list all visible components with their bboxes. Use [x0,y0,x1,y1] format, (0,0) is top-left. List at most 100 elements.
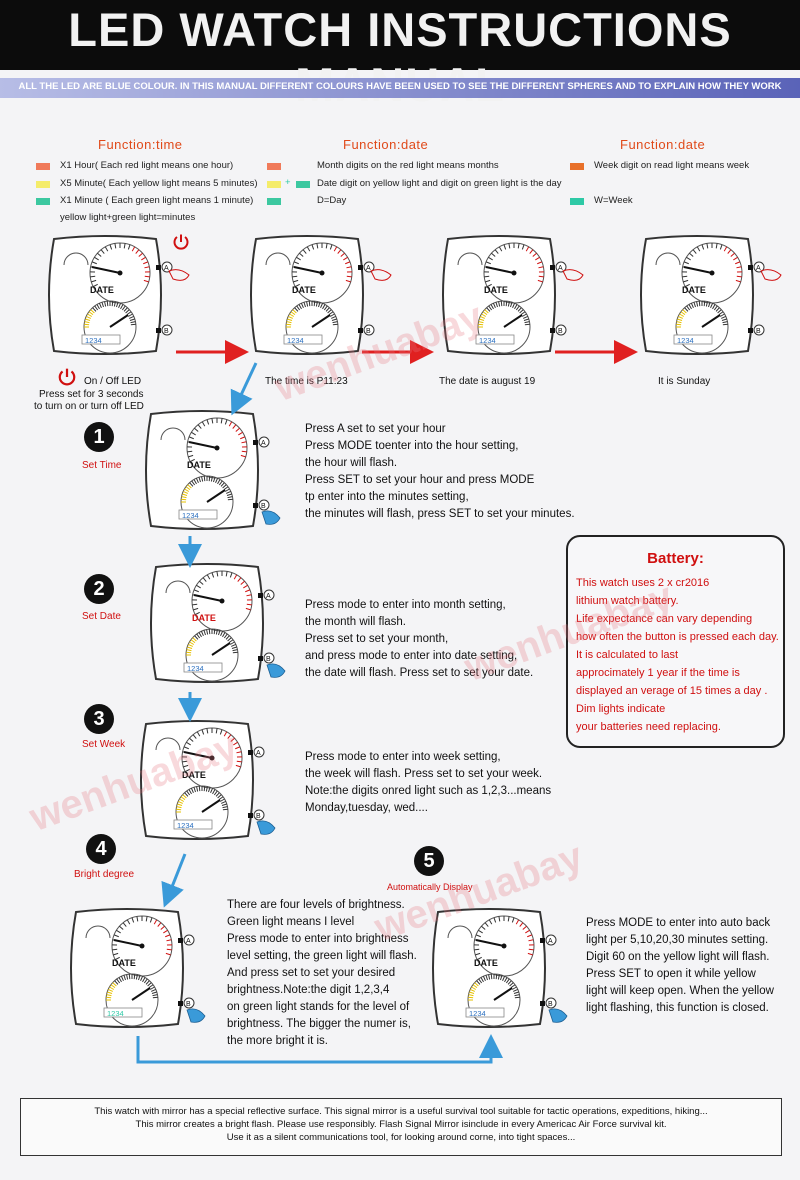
hand-pointer-icon [548,1008,568,1023]
blue-arrow [161,853,187,908]
step-label: Set Date [82,611,121,622]
caption-press-set: Press set for 3 seconds [39,389,144,400]
date-label: DATE [682,285,706,295]
legend-item: D=Day [317,195,347,206]
green-swatch [36,198,50,205]
hand-pointer-icon [760,269,782,281]
legend-heading-date: Function:date [343,137,429,152]
green-swatch [296,181,310,188]
digit-row: 1234 [479,336,496,345]
step-2-text: Press mode to enter into month setting,t… [305,599,534,679]
digit-row: 1234 [287,336,304,345]
step-label: Automatically Display [387,882,473,892]
watch-diagram: DATE 1234 A B [145,410,281,530]
legend-item: yellow light+green light=minutes [60,212,196,223]
legend-heading-time: Function:time [98,137,183,152]
teal-swatch [570,198,584,205]
button-b-label: B [756,328,761,335]
power-icon [58,368,76,386]
caption-turn: to turn on or turn off LED [34,401,144,412]
red-swatch [267,163,281,170]
power-icon [173,234,189,250]
orange-swatch [570,163,584,170]
watch-diagram: DATE 1234 A B [432,908,568,1028]
battery-box [566,535,785,748]
date-label: DATE [474,958,498,968]
button-a-label: A [266,593,271,600]
step-number: 3 [84,704,114,734]
digit-row: 1234 [469,1009,486,1018]
caption-onoff: On / Off LED [84,376,142,387]
header-bar [0,0,800,70]
button-a-label: A [186,938,191,945]
red-swatch [36,163,50,170]
green-swatch [267,198,281,205]
legend-item: W=Week [594,195,633,206]
digit-row: 1234 [187,664,204,673]
legend-heading-date: Function:date [620,137,706,152]
caption-date: The date is august 19 [439,376,536,387]
step-number: 1 [84,422,114,452]
battery-title: Battery: [647,550,704,567]
footer-box [20,1098,782,1156]
legend-item: Week digit on read light means week [594,160,750,171]
step-number: 5 [414,846,444,876]
yellow-swatch [267,181,281,188]
footer-line: This watch with mirror has a special ref… [94,1106,708,1117]
blue-arrow [230,362,258,416]
hand-pointer-icon [168,269,190,281]
digit-row: 1234 [85,336,102,345]
step-4-text: There are four levels of brightness.Gree… [227,899,417,1047]
button-b-label: B [261,503,266,510]
button-b-label: B [164,328,169,335]
hand-pointer-icon [266,663,286,678]
legend-item: Date digit on yellow light and digit on … [317,178,562,189]
caption-time: The time is P11:23 [265,376,348,387]
button-b-label: B [366,328,371,335]
footer-line: This mirror creates a bright flash. Plea… [135,1119,667,1130]
step-number: 2 [84,574,114,604]
button-a-label: A [548,938,553,945]
date-label: DATE [90,285,114,295]
hand-pointer-icon [261,510,281,525]
subtitle-text: ALL THE LED ARE BLUE COLOUR. IN THIS MAN… [18,81,782,92]
step-label: Set Time [82,460,122,471]
button-b-label: B [558,328,563,335]
legend-item: X1 Minute ( Each green light means 1 min… [60,195,254,206]
date-label: DATE [187,460,211,470]
button-a-label: A [366,265,371,272]
digit-row: 1234 [677,336,694,345]
legend-item: X5 Minute( Each yellow light means 5 min… [60,178,258,189]
hand-pointer-icon [562,269,584,281]
plus-sign: + [285,177,291,188]
step-number: 4 [86,834,116,864]
hand-pointer-icon [186,1008,206,1023]
button-a-label: A [261,440,266,447]
digit-row: 1234 [182,511,199,520]
subtitle-bar [0,78,800,98]
legend-item: X1 Hour( Each red light means one hour) [60,160,234,171]
button-a-label: A [256,750,261,757]
step-3-text: Press mode to enter into week setting,th… [305,751,552,814]
hand-pointer-icon [370,269,392,281]
step-label: Set Week [82,739,126,750]
digit-row: 1234 [177,821,194,830]
yellow-swatch [36,181,50,188]
button-b-label: B [548,1001,553,1008]
blue-arrow [136,1034,503,1064]
button-a-label: A [558,265,563,272]
hand-pointer-icon [256,820,276,835]
step-label: Bright degree [74,869,135,880]
button-b-label: B [256,813,261,820]
footer-line: Use it as a silent communications tool, … [226,1132,576,1143]
